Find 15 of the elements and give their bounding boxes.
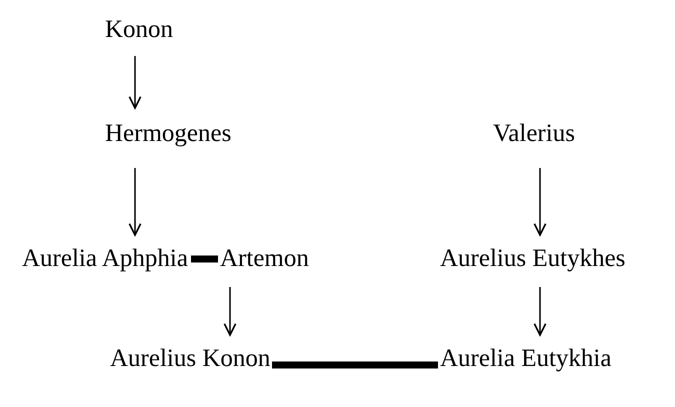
person-name: Aurelius Eutykhes — [440, 245, 626, 273]
person-name: Aurelius Konon — [110, 345, 270, 373]
person-name: Konon — [105, 16, 174, 44]
arrow — [224, 287, 236, 336]
person-name: Aurelia Eutykhia — [440, 345, 612, 373]
person-name: Valerius — [493, 120, 575, 148]
marriage-bar — [191, 256, 218, 262]
marriage-bar — [272, 362, 438, 368]
person-name: Hermogenes — [105, 120, 232, 148]
person-name: Artemon — [220, 245, 309, 273]
arrow — [128, 168, 142, 236]
arrow — [534, 168, 546, 236]
arrow — [534, 287, 546, 336]
arrow — [128, 56, 142, 109]
person-name: Aurelia Aphphia — [22, 245, 188, 273]
